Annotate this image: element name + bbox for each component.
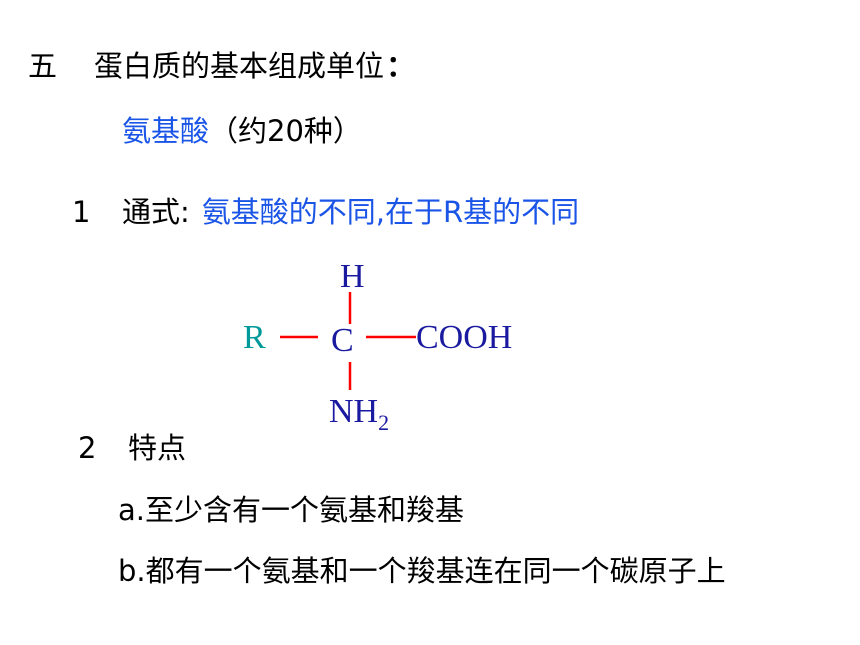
subtitle: 氨基酸（约20种） (122, 113, 362, 149)
point-1: 1 通式: 氨基酸的不同,在于R基的不同 (72, 194, 579, 230)
subtitle-note: （约20种） (209, 114, 362, 148)
point-2-number: 2 (78, 431, 97, 465)
feature-b-marker: b. (118, 554, 146, 588)
group-nh2: NH2 (329, 393, 389, 435)
feature-b-text: 都有一个氨基和一个羧基连在同一个碳原子上 (145, 554, 726, 588)
feature-b: b.都有一个氨基和一个羧基连在同一个碳原子上 (118, 553, 726, 589)
feature-a-marker: a. (118, 493, 145, 527)
point-2: 2 特点 (78, 430, 186, 466)
group-nh2-base: NH (329, 393, 378, 430)
point-1-number: 1 (72, 195, 91, 229)
point-1-explanation: 氨基酸的不同,在于R基的不同 (201, 195, 580, 229)
heading-number: 五 (28, 49, 58, 83)
formula-diagram: H R C COOH NH2 (243, 258, 512, 435)
point-1-label: 通式: (122, 195, 190, 229)
atom-h: H (340, 258, 365, 295)
point-2-label: 特点 (128, 431, 187, 465)
heading-colon: ： (386, 49, 416, 83)
subtitle-highlight: 氨基酸 (122, 114, 210, 148)
slide-heading: 五 蛋白质的基本组成单位： (28, 48, 415, 84)
feature-a-text: 至少含有一个氨基和羧基 (145, 493, 465, 527)
feature-a: a.至少含有一个氨基和羧基 (118, 492, 464, 528)
heading-text: 蛋白质的基本组成单位 (94, 49, 385, 83)
group-cooh: COOH (416, 319, 512, 356)
group-r: R (243, 319, 266, 356)
amino-acid-general-formula: H R C COOH NH2 (230, 250, 530, 440)
group-nh2-subscript: 2 (378, 410, 389, 435)
atom-c: C (331, 322, 354, 359)
